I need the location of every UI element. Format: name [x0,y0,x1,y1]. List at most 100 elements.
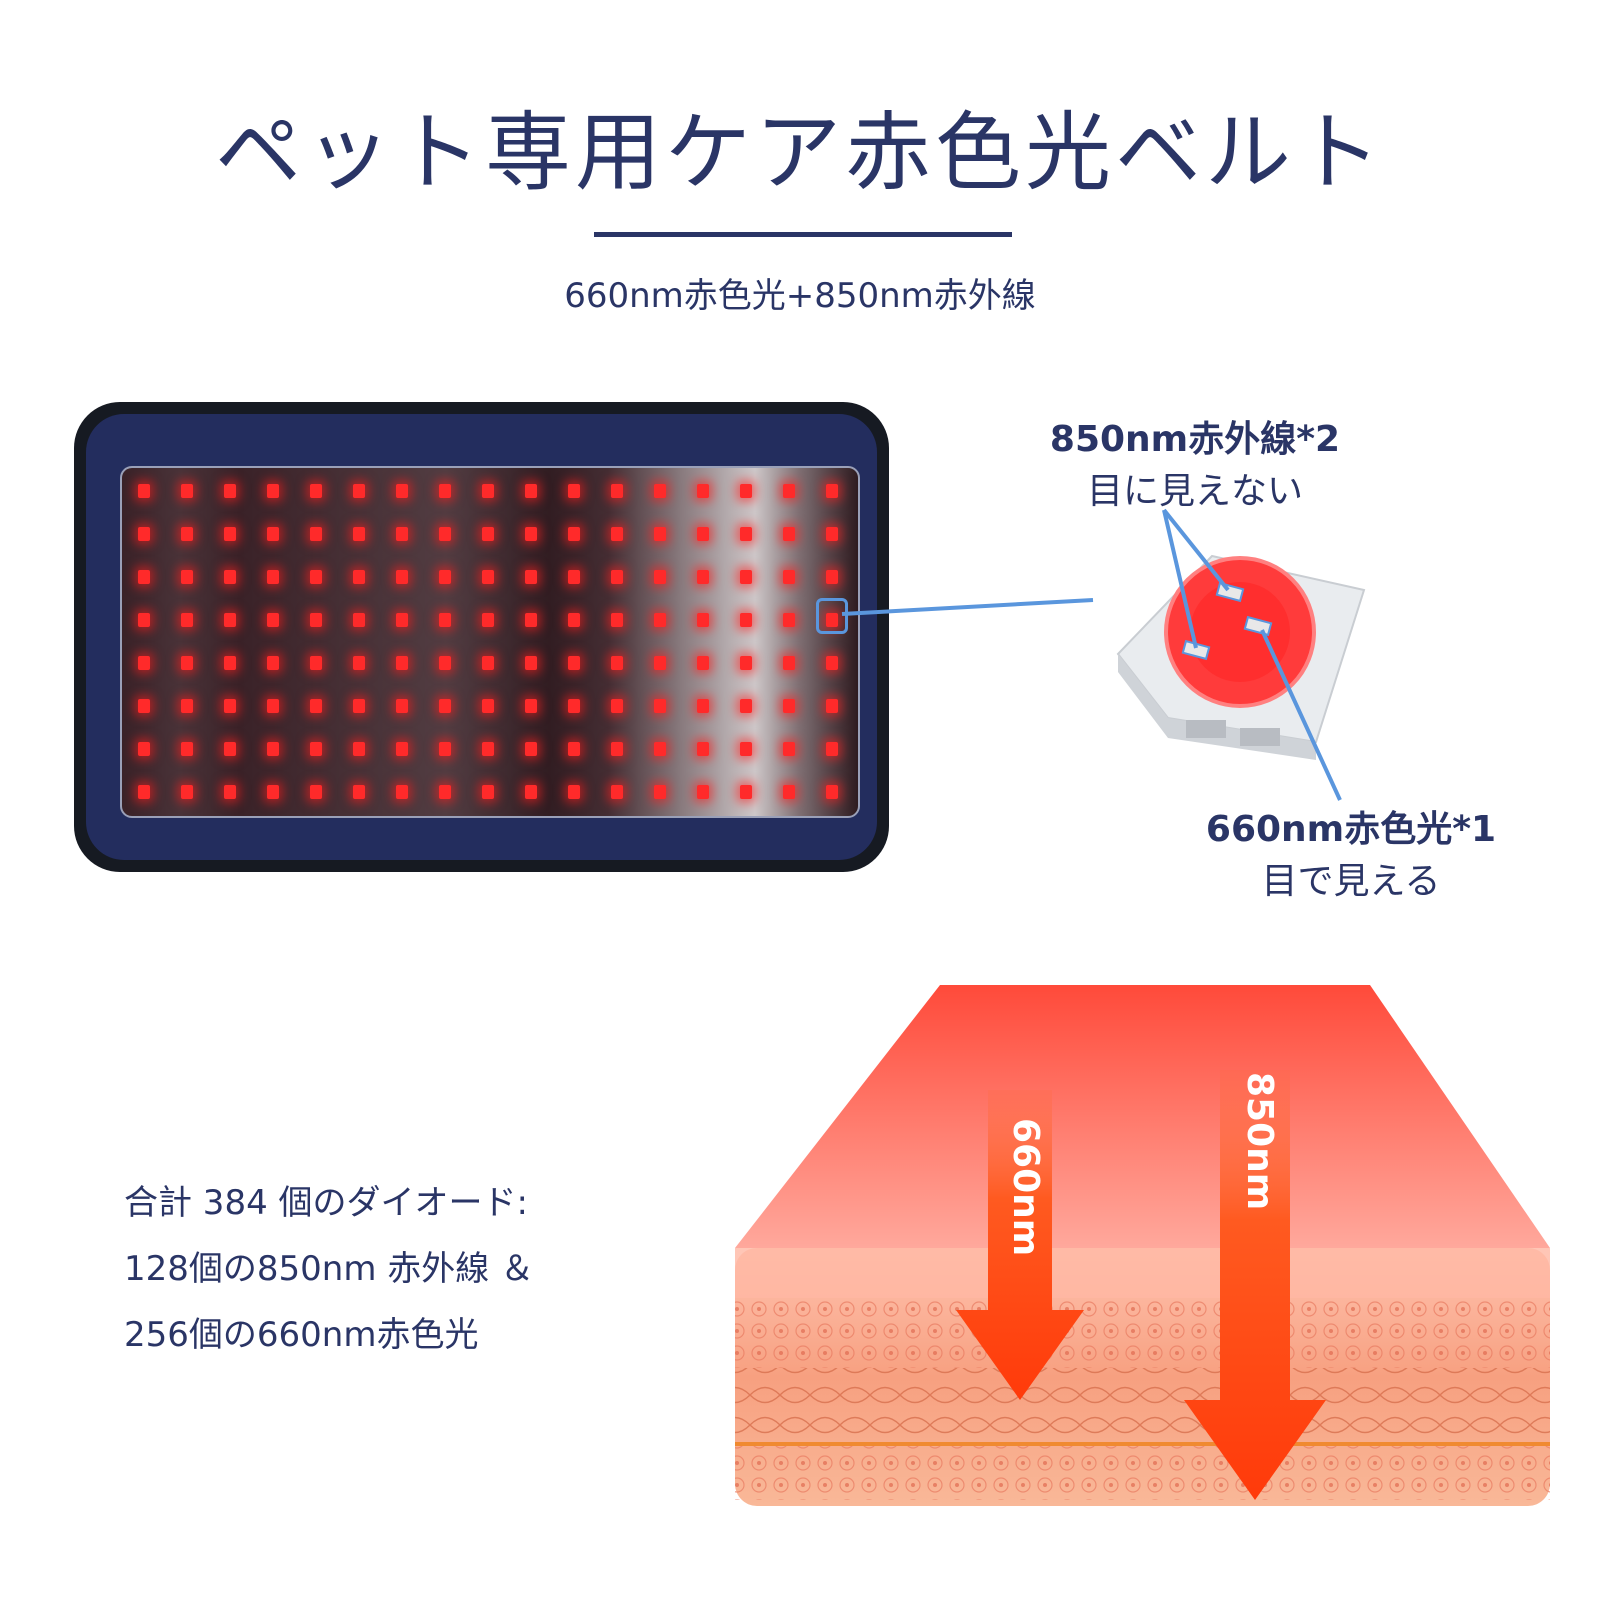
led [181,699,193,713]
ir-label-name: 850nm赤外線*2 [1049,419,1341,460]
led [826,699,838,713]
led [654,570,666,584]
led [826,656,838,670]
led [783,484,795,498]
led [697,570,709,584]
led [568,785,580,799]
led [611,785,623,799]
led [310,527,322,541]
ir-label: 850nm赤外線*2 目に見えない [1040,410,1350,514]
led [482,527,494,541]
led [181,570,193,584]
led [267,742,279,756]
callout-line [841,598,1094,616]
led [740,484,752,498]
led [267,527,279,541]
led [310,742,322,756]
led [697,613,709,627]
led [224,570,236,584]
led [353,570,365,584]
led [525,570,537,584]
led [181,656,193,670]
title-divider [594,232,1012,237]
led [697,699,709,713]
led [224,742,236,756]
led [568,613,580,627]
led [697,484,709,498]
diode-ir-count: 128個の850nm 赤外線 ＆ [124,1249,535,1289]
led [568,527,580,541]
ir-pointer-2 [1162,509,1198,649]
led [138,656,150,670]
led [224,699,236,713]
led [568,570,580,584]
led [740,527,752,541]
led [568,742,580,756]
led [267,785,279,799]
led [267,699,279,713]
led [482,613,494,627]
led [740,613,752,627]
led [740,785,752,799]
led [783,570,795,584]
led [697,785,709,799]
red-emitter [1243,615,1273,637]
led [826,484,838,498]
led [224,613,236,627]
led [310,570,322,584]
led [439,570,451,584]
led [267,570,279,584]
smd-led-chip-icon [1116,554,1366,760]
red-label-note: 目で見える [1261,861,1441,902]
led [181,527,193,541]
led-panel [120,466,860,818]
led [826,527,838,541]
led [525,742,537,756]
led [611,699,623,713]
led [353,613,365,627]
label-660nm: 660nm [1005,1118,1046,1257]
led [783,785,795,799]
led-grid [122,468,858,816]
led [482,656,494,670]
red-pointer [1260,629,1342,801]
led [740,656,752,670]
led [611,570,623,584]
led [611,613,623,627]
led [181,484,193,498]
led [138,484,150,498]
ir-emitter-1 [1215,581,1245,603]
led [138,742,150,756]
ir-emitter-2 [1181,639,1211,661]
led-highlight-box [816,598,848,634]
led [224,656,236,670]
led [396,742,408,756]
led [568,699,580,713]
led [439,742,451,756]
led [267,656,279,670]
led [396,785,408,799]
led [783,699,795,713]
led [396,699,408,713]
led [697,527,709,541]
led [568,656,580,670]
led [396,656,408,670]
led [396,613,408,627]
led [439,699,451,713]
led [353,527,365,541]
led [181,785,193,799]
led [181,742,193,756]
led [525,785,537,799]
led [396,484,408,498]
led [482,570,494,584]
page-subtitle: 660nm赤色光+850nm赤外線 [564,276,1036,316]
led [353,484,365,498]
led [654,613,666,627]
led [138,570,150,584]
led [138,785,150,799]
led [310,484,322,498]
led [439,785,451,799]
led [568,484,580,498]
led [611,484,623,498]
led [525,656,537,670]
